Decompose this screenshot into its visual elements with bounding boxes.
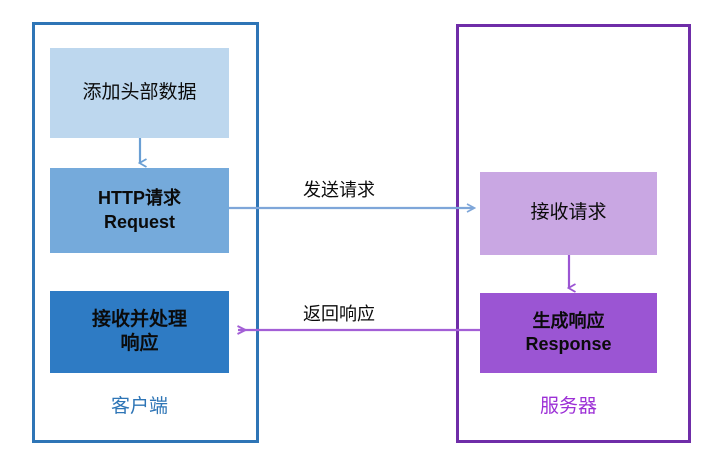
node-generate-response-label: 生成响应 Response <box>525 310 612 354</box>
node-http-request-label: HTTP请求 Request <box>98 188 181 232</box>
edge-label-send-request: 发送请求 <box>303 180 375 200</box>
node-receive-request[interactable]: 接收请求 <box>480 172 657 255</box>
node-receive-response-label: 接收并处理 响应 <box>91 308 187 354</box>
server-container <box>456 24 691 443</box>
client-container <box>32 22 259 443</box>
node-add-header[interactable]: 添加头部数据 <box>50 48 229 138</box>
node-http-request[interactable]: HTTP请求 Request <box>50 168 229 253</box>
edge-label-return-response: 返回响应 <box>303 304 375 324</box>
server-container-label: 服务器 <box>539 396 597 417</box>
node-generate-response[interactable]: 生成响应 Response <box>480 293 657 373</box>
client-container-label: 客户端 <box>110 396 168 417</box>
node-receive-request-label: 接收请求 <box>530 202 607 224</box>
node-add-header-label: 添加头部数据 <box>82 81 197 103</box>
node-receive-response[interactable]: 接收并处理 响应 <box>50 291 229 373</box>
